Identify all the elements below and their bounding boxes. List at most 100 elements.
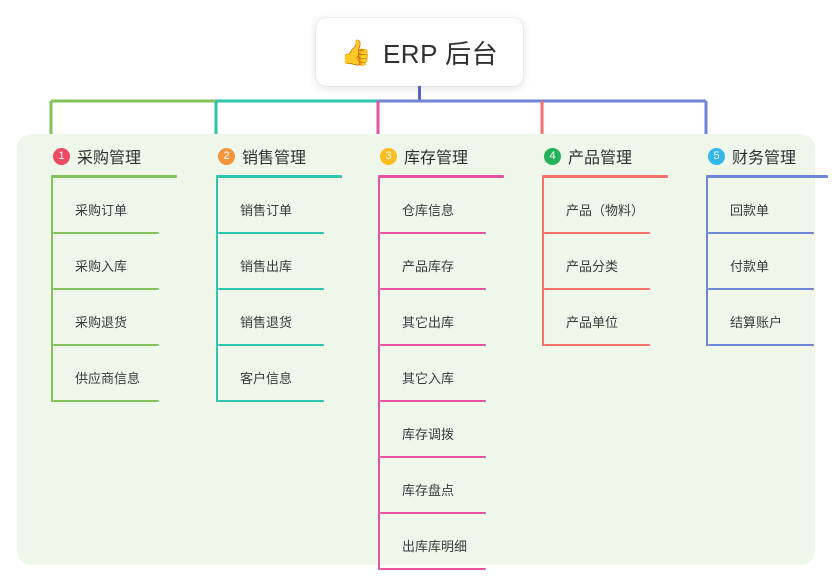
branch-title-2: 销售管理 bbox=[242, 150, 307, 167]
branch-item[interactable]: 采购退货 bbox=[53, 290, 193, 346]
branch-item-rule bbox=[380, 456, 486, 458]
branch-item[interactable]: 销售退货 bbox=[218, 290, 358, 346]
branch-item-list-3: 仓库信息产品库存其它出库其它入库库存调拨库存盘点出库库明细 bbox=[378, 178, 520, 570]
branch-item-label: 产品（物料） bbox=[566, 203, 645, 218]
branch-item[interactable]: 产品单位 bbox=[544, 290, 684, 346]
branch-item-rule bbox=[53, 400, 159, 402]
branch-badge-1: 1 bbox=[53, 147, 70, 165]
branch-badge-4: 4 bbox=[544, 147, 561, 165]
thumbs-up-icon: 👍 bbox=[340, 37, 372, 67]
branch-item-label: 产品库存 bbox=[402, 259, 455, 274]
branch-header-2[interactable]: 2 销售管理 bbox=[198, 143, 358, 169]
branch-item[interactable]: 回款单 bbox=[708, 178, 839, 234]
branch-item-rule bbox=[380, 568, 486, 570]
branch-spine-5 bbox=[706, 178, 708, 346]
branch-title-4: 产品管理 bbox=[568, 150, 633, 167]
branch-item-label: 销售出库 bbox=[240, 259, 293, 274]
branch-item-rule bbox=[708, 288, 814, 290]
branch-item-rule bbox=[380, 344, 486, 346]
branch-item[interactable]: 产品（物料） bbox=[544, 178, 684, 234]
branch-item-list-2: 销售订单销售出库销售退货客户信息 bbox=[216, 178, 358, 402]
branch-item-rule bbox=[708, 232, 814, 234]
branch-item-rule bbox=[544, 232, 650, 234]
branch-spine-4 bbox=[542, 178, 544, 346]
branch-spine-3 bbox=[378, 178, 380, 570]
branch-item-label: 采购订单 bbox=[75, 203, 128, 218]
branch-title-1: 采购管理 bbox=[77, 150, 142, 167]
branch-item-label: 库存调拨 bbox=[402, 427, 455, 442]
branch-item-list-4: 产品（物料） 产品分类产品单位 bbox=[542, 178, 684, 346]
branch-item[interactable]: 其它出库 bbox=[380, 290, 520, 346]
branch-item[interactable]: 其它入库 bbox=[380, 346, 520, 402]
branch-item[interactable]: 出库库明细 bbox=[380, 514, 520, 570]
branch-badge-3: 3 bbox=[380, 147, 397, 165]
branch-item-label: 其它入库 bbox=[402, 371, 455, 386]
branch-item-label: 结算账户 bbox=[730, 315, 783, 330]
branch-item-label: 付款单 bbox=[730, 259, 770, 274]
branch-rule-3 bbox=[378, 175, 504, 178]
branch-item-rule bbox=[218, 288, 324, 290]
branch-item[interactable]: 付款单 bbox=[708, 234, 839, 290]
branch-rule-4 bbox=[542, 175, 668, 178]
branch-item-rule bbox=[53, 288, 159, 290]
branch-item[interactable]: 库存调拨 bbox=[380, 402, 520, 458]
branch-item-list-1: 采购订单采购入库采购退货供应商信息 bbox=[51, 178, 193, 402]
branch-item-rule bbox=[380, 512, 486, 514]
branch-item[interactable]: 销售订单 bbox=[218, 178, 358, 234]
branch-item-label: 客户信息 bbox=[240, 371, 293, 386]
branch-item[interactable]: 采购入库 bbox=[53, 234, 193, 290]
branch-item-label: 其它出库 bbox=[402, 315, 455, 330]
branch-item-label: 库存盘点 bbox=[402, 483, 455, 498]
branch-item-rule bbox=[53, 232, 159, 234]
branch-item-label: 供应商信息 bbox=[75, 371, 141, 386]
branch-item-label: 出库库明细 bbox=[402, 539, 468, 554]
branch-item-label: 回款单 bbox=[730, 203, 770, 218]
branch-item-label: 产品分类 bbox=[566, 259, 619, 274]
branch-item-label: 采购退货 bbox=[75, 315, 128, 330]
branch-item-rule bbox=[218, 232, 324, 234]
root-title: ERP 后台 bbox=[382, 38, 499, 69]
branch-item-rule bbox=[380, 232, 486, 234]
branch-item[interactable]: 产品分类 bbox=[544, 234, 684, 290]
branch-item-rule bbox=[53, 344, 159, 346]
branch-rule-2 bbox=[216, 175, 342, 178]
branch-item-rule bbox=[544, 344, 650, 346]
branch-item-label: 仓库信息 bbox=[402, 203, 455, 218]
branch-rule-1 bbox=[51, 175, 177, 178]
branch-item-rule bbox=[380, 400, 486, 402]
branch-item[interactable]: 供应商信息 bbox=[53, 346, 193, 402]
branch-badge-2: 2 bbox=[218, 147, 235, 165]
branch-title-3: 库存管理 bbox=[404, 150, 469, 167]
branch-spine-2 bbox=[216, 178, 218, 402]
branch-item-rule bbox=[380, 288, 486, 290]
branch-badge-5: 5 bbox=[708, 147, 725, 165]
branch-item-label: 产品单位 bbox=[566, 315, 619, 330]
branch-item[interactable]: 仓库信息 bbox=[380, 178, 520, 234]
branch-rule-5 bbox=[706, 175, 828, 178]
branch-item[interactable]: 结算账户 bbox=[708, 290, 839, 346]
diagram-panel bbox=[17, 134, 815, 565]
branch-item-rule bbox=[708, 344, 814, 346]
branch-item-rule bbox=[218, 400, 324, 402]
branch-header-1[interactable]: 1 采购管理 bbox=[33, 143, 193, 169]
branch-item-label: 采购入库 bbox=[75, 259, 128, 274]
branch-item[interactable]: 产品库存 bbox=[380, 234, 520, 290]
branch-item-list-5: 回款单付款单结算账户 bbox=[706, 178, 839, 346]
branch-item[interactable]: 库存盘点 bbox=[380, 458, 520, 514]
branch-item[interactable]: 客户信息 bbox=[218, 346, 358, 402]
branch-item-rule bbox=[218, 344, 324, 346]
branch-spine-1 bbox=[51, 178, 53, 402]
branch-item[interactable]: 销售出库 bbox=[218, 234, 358, 290]
branch-column-4: 4 产品管理产品（物料） 产品分类产品单位 bbox=[524, 143, 684, 346]
branch-column-1: 1 采购管理采购订单采购入库采购退货供应商信息 bbox=[33, 143, 193, 402]
root-node[interactable]: 👍 ERP 后台 bbox=[316, 18, 523, 86]
branch-item-label: 销售退货 bbox=[240, 315, 293, 330]
branch-item[interactable]: 采购订单 bbox=[53, 178, 193, 234]
branch-header-3[interactable]: 3 库存管理 bbox=[360, 143, 520, 169]
root-node-content: 👍 ERP 后台 bbox=[341, 34, 498, 71]
branch-column-2: 2 销售管理销售订单销售出库销售退货客户信息 bbox=[198, 143, 358, 402]
branch-header-4[interactable]: 4 产品管理 bbox=[524, 143, 684, 169]
